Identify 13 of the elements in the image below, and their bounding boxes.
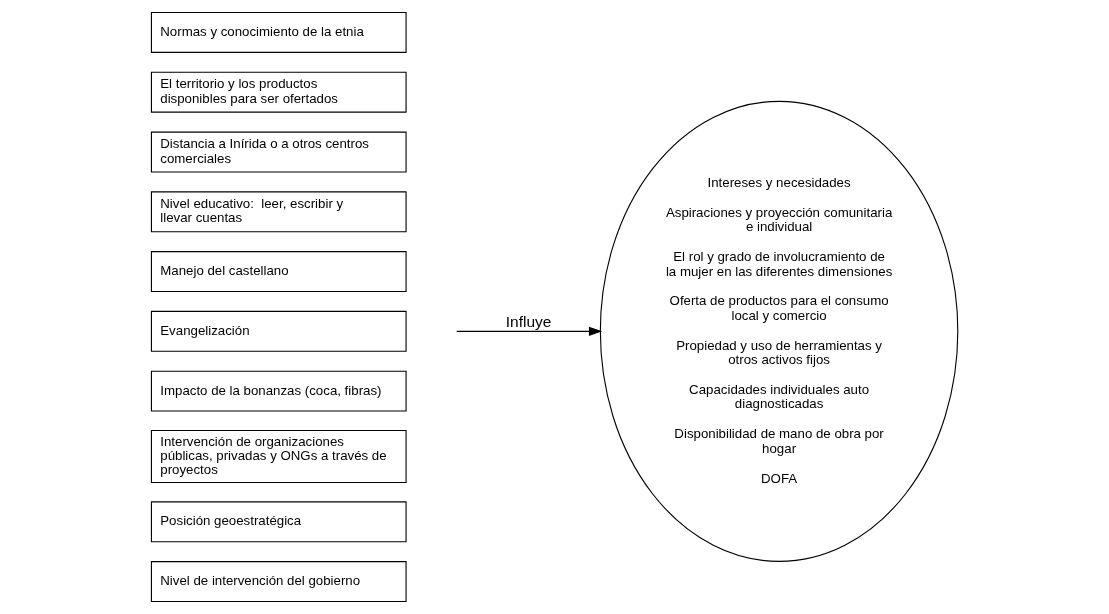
node-ellipse: Intereses y necesidades Aspiraciones y proyección comunitaria e individual El rol y grado de involucramiento de la mujer en las diferentes dimensiones Oferta de productos para el consumo local y comercio Propiedad y uso de herramientas y otros activos fijos Capacidades individuales auto diagnosticadas Disponibilidad de mano de obra por hogar DOFA xyxy=(599,100,959,562)
node-box: Posición geoestratégica xyxy=(150,501,407,543)
node-box: Manejo del castellano xyxy=(150,251,407,293)
node-box: Impacto de la bonanzas (coca, fibras) xyxy=(150,370,407,412)
node-box: Normas y conocimiento de la etnia xyxy=(150,11,407,53)
node-box: Intervención de organizaciones públicas, privadas y ONGs a través de proyectos xyxy=(150,429,407,484)
arrow xyxy=(456,326,603,336)
node-box: Evangelización xyxy=(150,310,407,352)
node-box: Nivel de intervención del gobierno xyxy=(150,561,407,603)
node-box: El territorio y los productos disponibles para ser ofertados xyxy=(150,71,407,113)
node-box: Distancia a Inírida o a otros centros comerciales xyxy=(150,131,407,173)
node-box: Nivel educativo: leer, escribir y llevar cuentas xyxy=(150,191,407,233)
edge-label: Influye xyxy=(505,313,552,331)
